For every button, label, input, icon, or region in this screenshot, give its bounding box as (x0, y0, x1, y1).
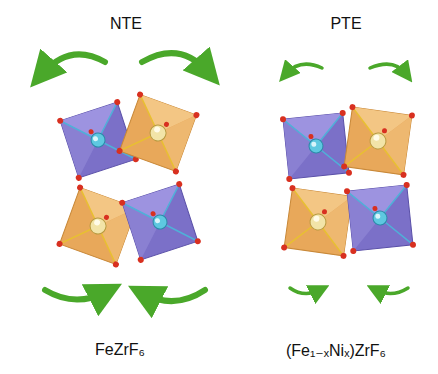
panel-heading: NTE (110, 15, 142, 33)
compound-label: (Fe₁₋ₓNiₓ)ZrF₆ (286, 341, 386, 360)
panel-heading: PTE (330, 15, 361, 33)
compound-label: FeZrF₆ (95, 341, 145, 359)
